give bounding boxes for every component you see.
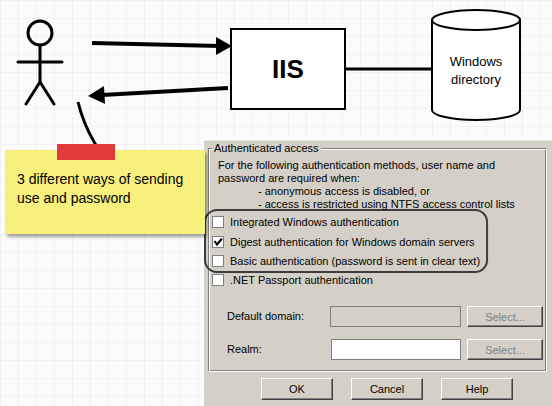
checkbox-label: Integrated Windows authentication [230,216,399,229]
tape-strip [57,144,115,160]
dialog-panel [203,140,552,406]
highlight-ring [205,210,487,272]
field-label: Default domain: [227,310,304,323]
node-text: Cancel [370,383,404,395]
ok-button: OK [261,378,333,400]
select-button: Select... [467,306,543,327]
server-box: IIS [230,28,346,110]
checkbox-label: Basic authentication (password is sent i… [230,255,480,268]
node-text: 3 different ways of sending use and pass… [17,170,195,208]
dialog-text: - anonymous access is disabled, or [258,185,430,198]
connector [346,69,432,70]
cancel-button: Cancel [351,378,423,400]
connector-line [346,68,432,71]
node-text: Windows directory [438,53,514,89]
dialog-text: - access is restricted using NTFS access… [258,198,515,211]
field-label: Realm: [227,343,262,356]
request-arrow [92,37,232,55]
directory-cylinder: Windows directory [430,8,522,122]
sticky-note: 3 different ways of sending use and pass… [5,150,205,234]
help-button: Help [441,378,513,400]
node-text: IIS [272,54,304,85]
node-text: OK [289,383,305,395]
node-text: Select... [485,311,525,323]
checkbox-label: .NET Passport authentication [230,274,373,287]
dialog-text: For the following authentication methods… [218,159,544,185]
dialog-box: Authenticated accessFor the following au… [203,140,552,406]
node-text: Select... [485,344,525,356]
cylinder-body [432,20,520,120]
checkbox-label: Digest authentication for Windows domain… [230,236,475,249]
group-heading: Authenticated access [212,142,321,155]
stick-figure [18,21,62,104]
cylinder-top [432,10,520,30]
response-arrow [88,86,228,104]
node-text: Help [466,383,489,395]
select-button: Select... [467,339,543,360]
